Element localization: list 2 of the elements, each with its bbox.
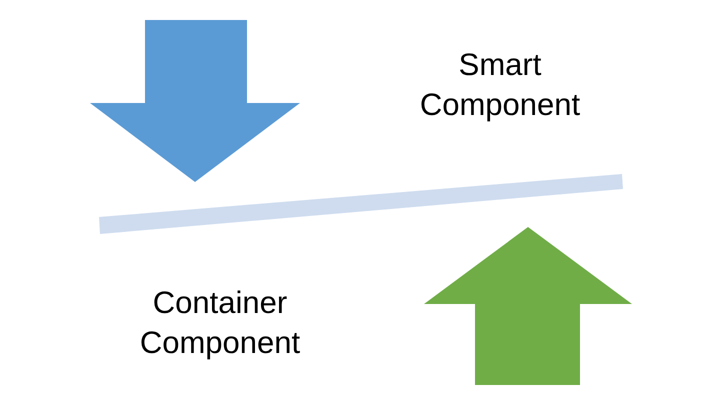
caption-text: Smart Component <box>418 46 582 124</box>
caption-text: Container Component <box>138 284 302 362</box>
